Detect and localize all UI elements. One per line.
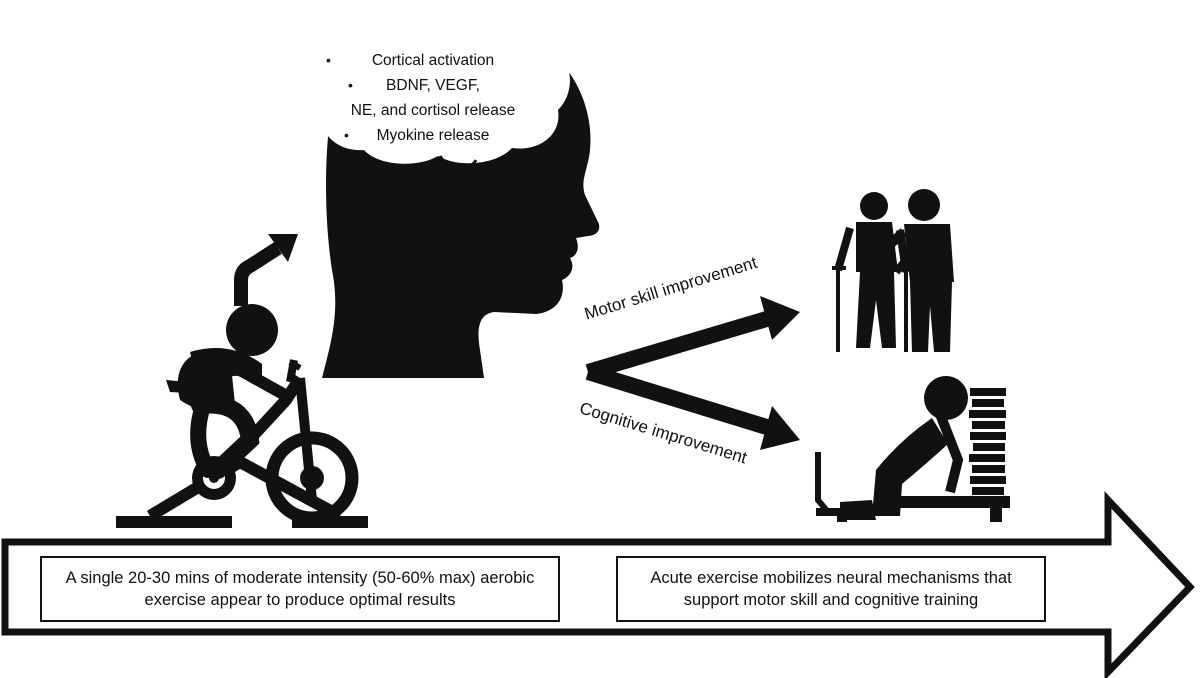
brain-item-myokine: •Myokine release (318, 123, 548, 148)
brain-shape (309, 12, 570, 164)
bullet-icon: • (344, 127, 349, 143)
exercise-bike-cyclist-icon (116, 304, 368, 528)
split-arrows (585, 296, 800, 450)
human-head-icon (309, 12, 600, 379)
exercise-protocol-box: A single 20-30 mins of moderate intensit… (40, 556, 560, 622)
brain-item-ne-cortisol: NE, and cortisol release (350, 102, 516, 119)
bullet-icon: • (326, 52, 331, 68)
timeline-arrow (1, 491, 1195, 678)
neural-mechanisms-box: Acute exercise mobilizes neural mechanis… (616, 556, 1046, 622)
brain-effects-list: •Cortical activation •BDNF, VEGF, NE, an… (318, 48, 548, 148)
stressed-student-books-icon (815, 376, 1010, 522)
bullet-icon: • (348, 77, 353, 93)
assisted-walking-crutches-icon (832, 189, 954, 352)
brain-item-cortical: •Cortical activation (318, 48, 548, 73)
brain-item-bdnf: •BDNF, VEGF, (318, 73, 548, 98)
cyclist-to-head-arrow (234, 234, 298, 306)
